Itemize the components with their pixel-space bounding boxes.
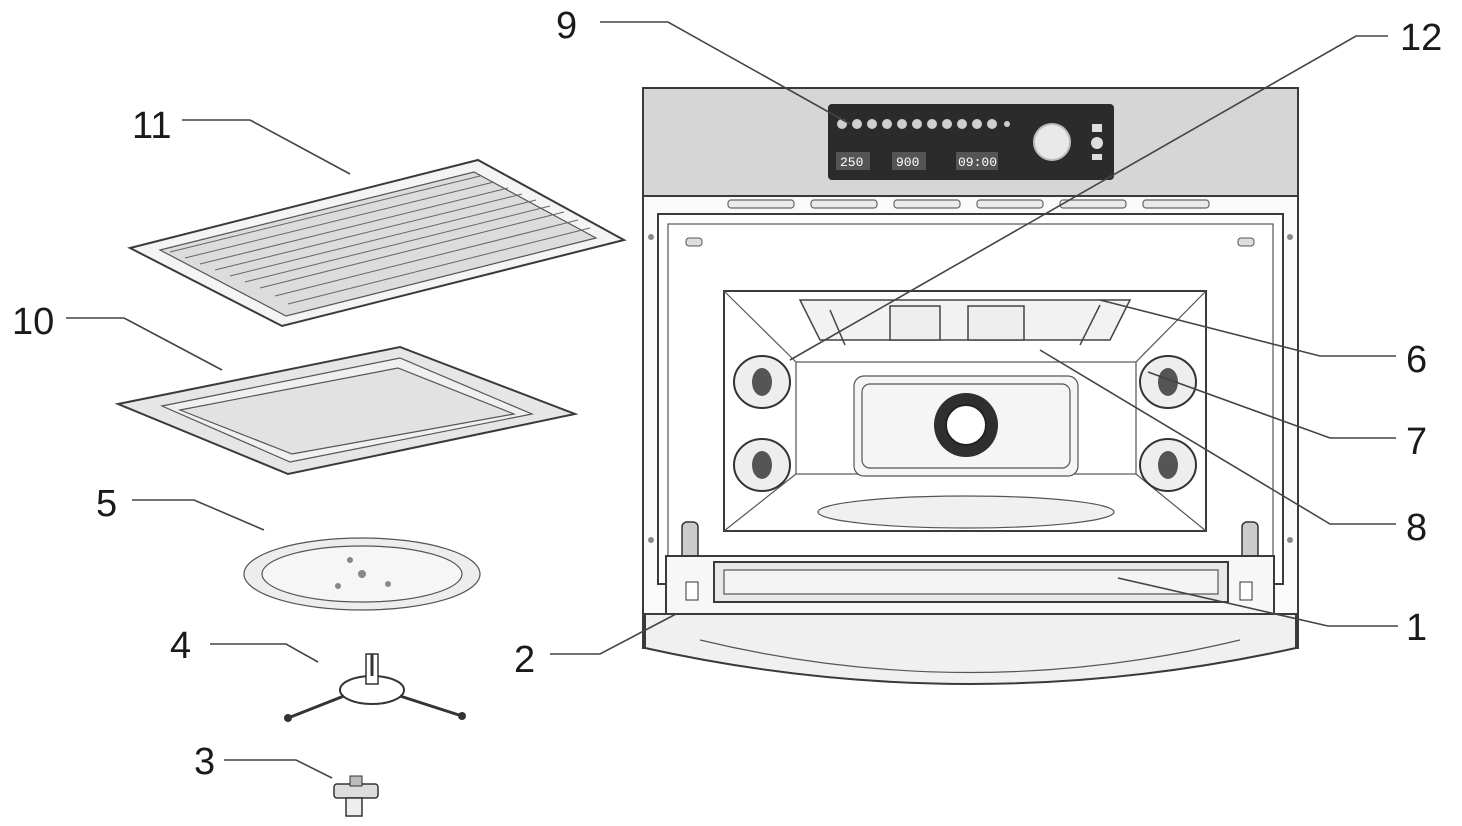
hinge-slot [1237, 237, 1255, 247]
callout-9: 9 [556, 5, 577, 47]
baking-tray [114, 345, 579, 476]
control-knob [1033, 123, 1071, 161]
callout-8: 8 [1406, 507, 1427, 549]
panel-small-button [1092, 124, 1102, 132]
callout-4: 4 [170, 625, 191, 667]
wire-rack-grid [169, 175, 591, 305]
hinge-slot [685, 237, 703, 247]
callout-12: 12 [1400, 17, 1442, 59]
oven-unit: 250 900 09:00 [642, 87, 1299, 685]
oven-door-front [644, 613, 1297, 685]
oven-door-front-inner [699, 639, 1241, 674]
callout-7: 7 [1406, 421, 1427, 463]
callout-6: 6 [1406, 339, 1427, 381]
oven-vent-slots [727, 199, 1210, 209]
panel-round-button [1091, 137, 1103, 149]
cavity-floor-plate [817, 495, 1115, 529]
door-hinge-right [1239, 581, 1253, 601]
display-time: 09:00 [958, 155, 997, 170]
cavity-back-window-inner [861, 383, 1071, 469]
door-hinge-left [685, 581, 699, 601]
side-lamp-right-bottom [1139, 438, 1197, 492]
wire-rack-tray [127, 158, 627, 328]
display-power-window [892, 152, 926, 170]
turntable-coupler [333, 775, 379, 817]
frame-screw [1287, 537, 1293, 543]
leader-lines [66, 21, 1398, 779]
display-power: 900 [896, 155, 919, 170]
convection-fan-hub [945, 404, 987, 446]
callout-10: 10 [12, 301, 54, 343]
frame-screw [1287, 234, 1293, 240]
callout-5: 5 [96, 483, 117, 525]
frame-screw [648, 234, 654, 240]
display-temp: 250 [840, 155, 863, 170]
side-lamp-right-top [1139, 355, 1197, 409]
panel-small-button [1092, 154, 1102, 160]
roller-support [284, 653, 466, 722]
callout-3: 3 [194, 741, 215, 783]
side-lamp-left-bottom [733, 438, 791, 492]
frame-screw [648, 537, 654, 543]
callout-labels: 9 12 11 10 5 4 3 2 1 6 7 8 [12, 5, 1442, 783]
callout-2: 2 [514, 639, 535, 681]
turntable-plate [243, 537, 481, 611]
callout-1: 1 [1406, 607, 1427, 649]
door-handle-bar-inner [723, 569, 1219, 595]
display-temp-window [836, 152, 870, 170]
control-panel: 250 900 09:00 [828, 104, 1114, 180]
side-lamp-left-top [733, 355, 791, 409]
callout-11: 11 [132, 105, 171, 147]
top-heating-assembly [798, 299, 1132, 346]
display-time-window [956, 152, 998, 170]
